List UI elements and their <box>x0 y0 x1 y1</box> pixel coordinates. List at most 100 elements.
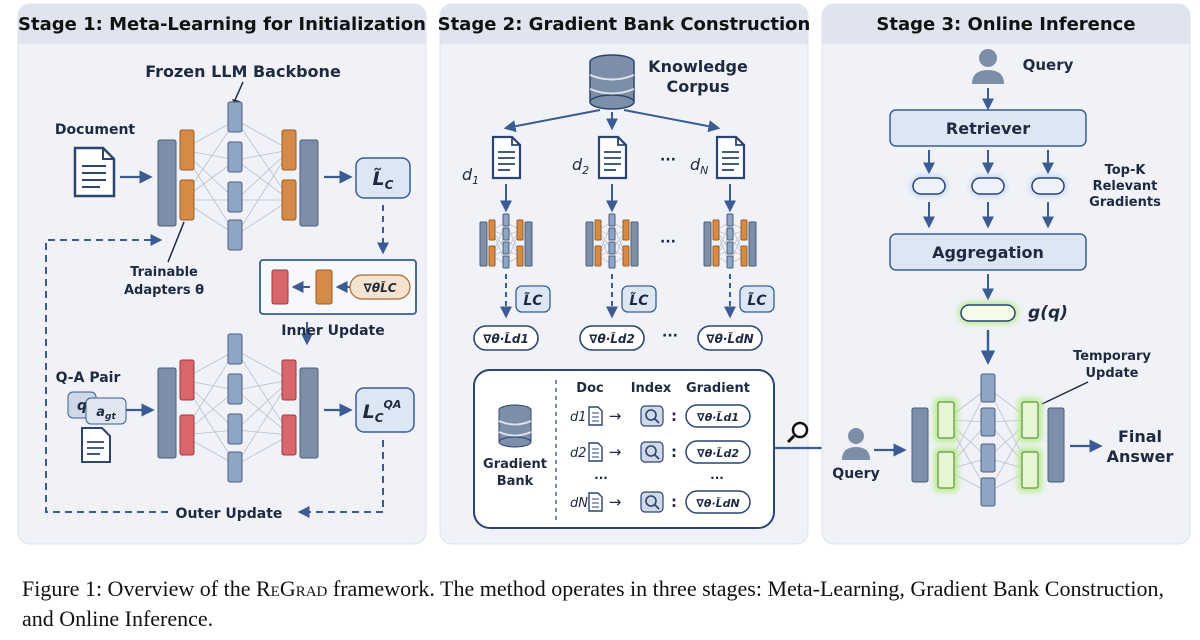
doc-icon <box>597 135 628 180</box>
final-answer-label-2: Answer <box>1107 447 1174 466</box>
doc-icon <box>588 406 603 426</box>
topk-label-2: Relevant <box>1093 179 1158 194</box>
doc-gradient-pill: ∇θ·L̃dN <box>697 325 763 351</box>
svg-text:→: → <box>609 407 622 425</box>
bank-row-gradient: ∇θ·L̃dN <box>696 497 740 510</box>
stage1-panel: Stage 1: Meta-Learning for Initializatio… <box>17 3 427 545</box>
topk-label-1: Top-K <box>1105 163 1147 178</box>
adapters-label-2: Adapters θ <box>124 283 204 298</box>
bank-row-gradient: ∇θ·L̃d2 <box>697 447 739 460</box>
retriever-box <box>889 109 1087 147</box>
inner-update-box: ∇θL̃C <box>259 259 417 315</box>
final-answer-label-1: Final <box>1118 427 1162 446</box>
ellipsis-grads: ··· <box>662 328 678 344</box>
user-icon-bottom <box>842 428 870 460</box>
doc-icon <box>588 492 603 512</box>
doc-icon <box>715 135 746 180</box>
svg-text:LCQA: LCQA <box>363 398 402 425</box>
col-header-gradient: Gradient <box>686 381 750 396</box>
stage2-title: Stage 2: Gradient Bank Construction <box>438 14 811 35</box>
svg-text:→: → <box>609 493 622 511</box>
doc-icon <box>491 135 522 180</box>
knowledge-corpus-icon <box>589 54 635 110</box>
caption-suffix: framework. The method operates in three … <box>22 576 1164 631</box>
search-index-icon <box>640 405 664 427</box>
doc-loss-box: L̃C <box>515 285 551 313</box>
bank-row-gradient: ∇θ·L̃d1 <box>697 411 739 424</box>
doc-column-3: L̃C ∇θ·L̃dN <box>697 135 775 351</box>
stage2-panel: Stage 2: Gradient Bank Construction Know… <box>438 3 811 545</box>
stage3-network <box>911 373 1065 507</box>
bank-ellipsis-2: ··· <box>710 471 724 485</box>
stage3-title: Stage 3: Online Inference <box>876 14 1135 35</box>
svg-text::: : <box>671 493 677 511</box>
inner-update-label: Inner Update <box>281 323 384 339</box>
gradient-bank-icon <box>498 404 532 448</box>
col-header-doc: Doc <box>576 381 603 396</box>
stage3-panel: Stage 3: Online Inference Query Retrieve… <box>821 3 1191 545</box>
backbone-label: Frozen LLM Backbone <box>145 62 341 81</box>
user-icon-top <box>972 49 1004 84</box>
doc-gradient-pill: ∇θ·L̃d1 <box>473 325 539 351</box>
mini-network <box>479 213 533 269</box>
mini-network <box>703 213 757 269</box>
stage1-title: Stage 1: Meta-Learning for Initializatio… <box>18 14 426 35</box>
topk-gradients <box>911 150 1066 229</box>
corpus-label-1: Knowledge <box>648 57 748 76</box>
svg-text:∇θL̃C: ∇θL̃C <box>363 281 396 295</box>
topk-label-3: Gradients <box>1089 195 1161 210</box>
doc-loss-box: L̃C <box>739 285 775 313</box>
document-icon <box>73 146 116 198</box>
qa-pair-label: Q-A Pair <box>56 370 121 386</box>
svg-text:∇θ·L̃dN: ∇θ·L̃dN <box>706 332 753 346</box>
doc-column-2: L̃C ∇θ·L̃d2 <box>579 135 657 351</box>
gq-label: g(q) <box>1028 303 1068 323</box>
magnifier-icon <box>786 421 809 444</box>
figure-caption: Figure 1: Overview of the ReGrad framewo… <box>22 574 1187 634</box>
query-bottom-label: Query <box>832 466 879 482</box>
qa-document-icon <box>81 427 111 463</box>
bank-row-doc: dN <box>570 496 588 511</box>
svg-text:→: → <box>609 443 622 461</box>
bank-ellipsis: ··· <box>594 471 608 485</box>
aggregation-box <box>889 233 1087 271</box>
bank-label-1: Gradient <box>483 457 547 472</box>
svg-text:L̃C: L̃C <box>629 292 649 309</box>
caption-name: ReGrad <box>256 576 328 601</box>
document-label: Document <box>55 122 136 138</box>
svg-text::: : <box>671 407 677 425</box>
bank-row-doc: d2 <box>570 446 587 461</box>
doc-column-1: L̃C ∇θ·L̃d1 <box>473 135 551 351</box>
svg-text::: : <box>671 443 677 461</box>
bank-row: dN →: ∇θ·L̃dN <box>570 490 751 514</box>
qa-loss-box <box>355 387 415 433</box>
stage1-network-top <box>157 101 319 251</box>
svg-text:L̃C: L̃C <box>523 292 543 309</box>
corpus-label-2: Corpus <box>667 77 730 96</box>
temp-update-label-1: Temporary <box>1073 349 1151 364</box>
framework-diagram: Stage 1: Meta-Learning for Initializatio… <box>17 3 1191 545</box>
retriever-label: Retriever <box>946 119 1030 138</box>
aggregation-label: Aggregation <box>932 243 1044 262</box>
search-index-icon <box>640 441 664 463</box>
ellipsis-nets: ··· <box>660 234 676 250</box>
search-index-icon <box>640 491 664 513</box>
backbone-pointer <box>234 81 244 101</box>
bank-row-doc: d1 <box>570 410 587 425</box>
adapters-label-1: Trainable <box>130 265 198 280</box>
temp-update-label-2: Update <box>1086 366 1139 381</box>
query-top-label: Query <box>1023 56 1074 74</box>
svg-text:L̃C: L̃C <box>747 292 767 309</box>
doc-loss-box: L̃C <box>621 285 657 313</box>
svg-text:q: q <box>77 398 87 414</box>
mini-network <box>585 213 639 269</box>
doc-gradient-pill: ∇θ·L̃d2 <box>579 325 645 351</box>
bank-row: d1 →: ∇θ·L̃d1 <box>570 404 751 428</box>
ellipsis-docs: ··· <box>660 152 676 168</box>
doc-icon <box>588 442 603 462</box>
gq-vector <box>958 302 1018 324</box>
stage1-network-bottom <box>157 333 319 483</box>
svg-text:∇θ·L̃d2: ∇θ·L̃d2 <box>589 332 635 346</box>
loss-box <box>355 157 411 199</box>
outer-update-label: Outer Update <box>176 506 283 522</box>
